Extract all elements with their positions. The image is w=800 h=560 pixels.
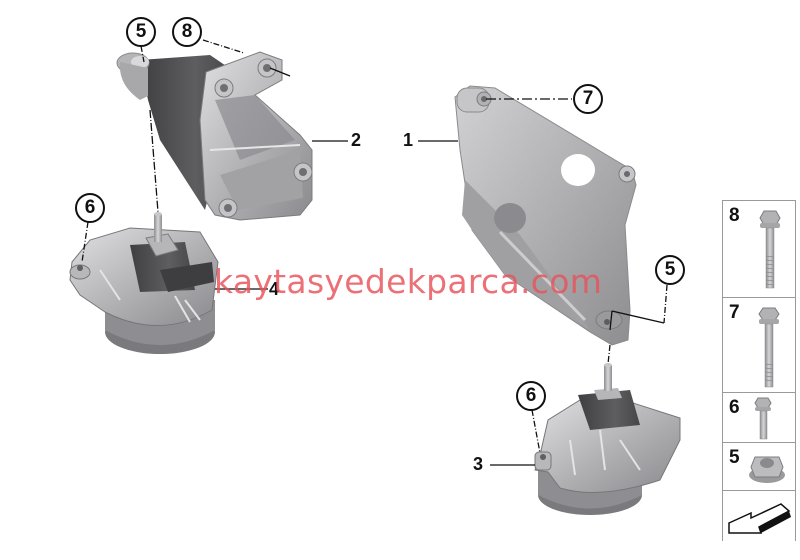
hardware-number: 8 — [729, 205, 740, 226]
callout-7: 7 — [573, 84, 603, 114]
hardware-item-5: 5 — [723, 443, 795, 491]
part-label-3: 3 — [473, 454, 484, 474]
leader-lines — [81, 39, 668, 466]
callout-6-left: 6 — [75, 193, 105, 223]
part-label-1: 1 — [403, 130, 414, 150]
part-1-plate-bracket — [454, 85, 637, 346]
bolt-long-icon — [759, 210, 781, 289]
part-2-bracket-left — [116, 51, 313, 221]
hardware-number: 7 — [729, 302, 740, 323]
hardware-number: 6 — [729, 397, 740, 418]
hardware-item-6: 6 — [723, 393, 795, 443]
part-label-4: 4 — [269, 279, 280, 299]
part-label-2: 2 — [351, 130, 362, 150]
arrow-indicator-icon — [728, 503, 791, 534]
hardware-panel: 8 7 — [722, 200, 796, 541]
hardware-item-7: 7 — [723, 298, 795, 393]
flange-nut-icon — [749, 456, 785, 483]
callout-5-right: 5 — [655, 255, 685, 285]
bolt-long-icon — [758, 307, 780, 388]
callout-8: 8 — [172, 17, 202, 47]
hardware-number: 5 — [729, 447, 740, 468]
hardware-item-8: 8 — [723, 201, 795, 298]
callout-6-right: 6 — [516, 381, 546, 411]
part-4-mount-left — [69, 212, 219, 354]
watermark-text: kaytasyedekparca.com — [214, 262, 603, 301]
callout-5-top: 5 — [126, 17, 156, 47]
part-3-mount-right — [534, 363, 681, 515]
bolt-short-icon — [754, 397, 772, 440]
hardware-item-arrow — [723, 491, 795, 541]
